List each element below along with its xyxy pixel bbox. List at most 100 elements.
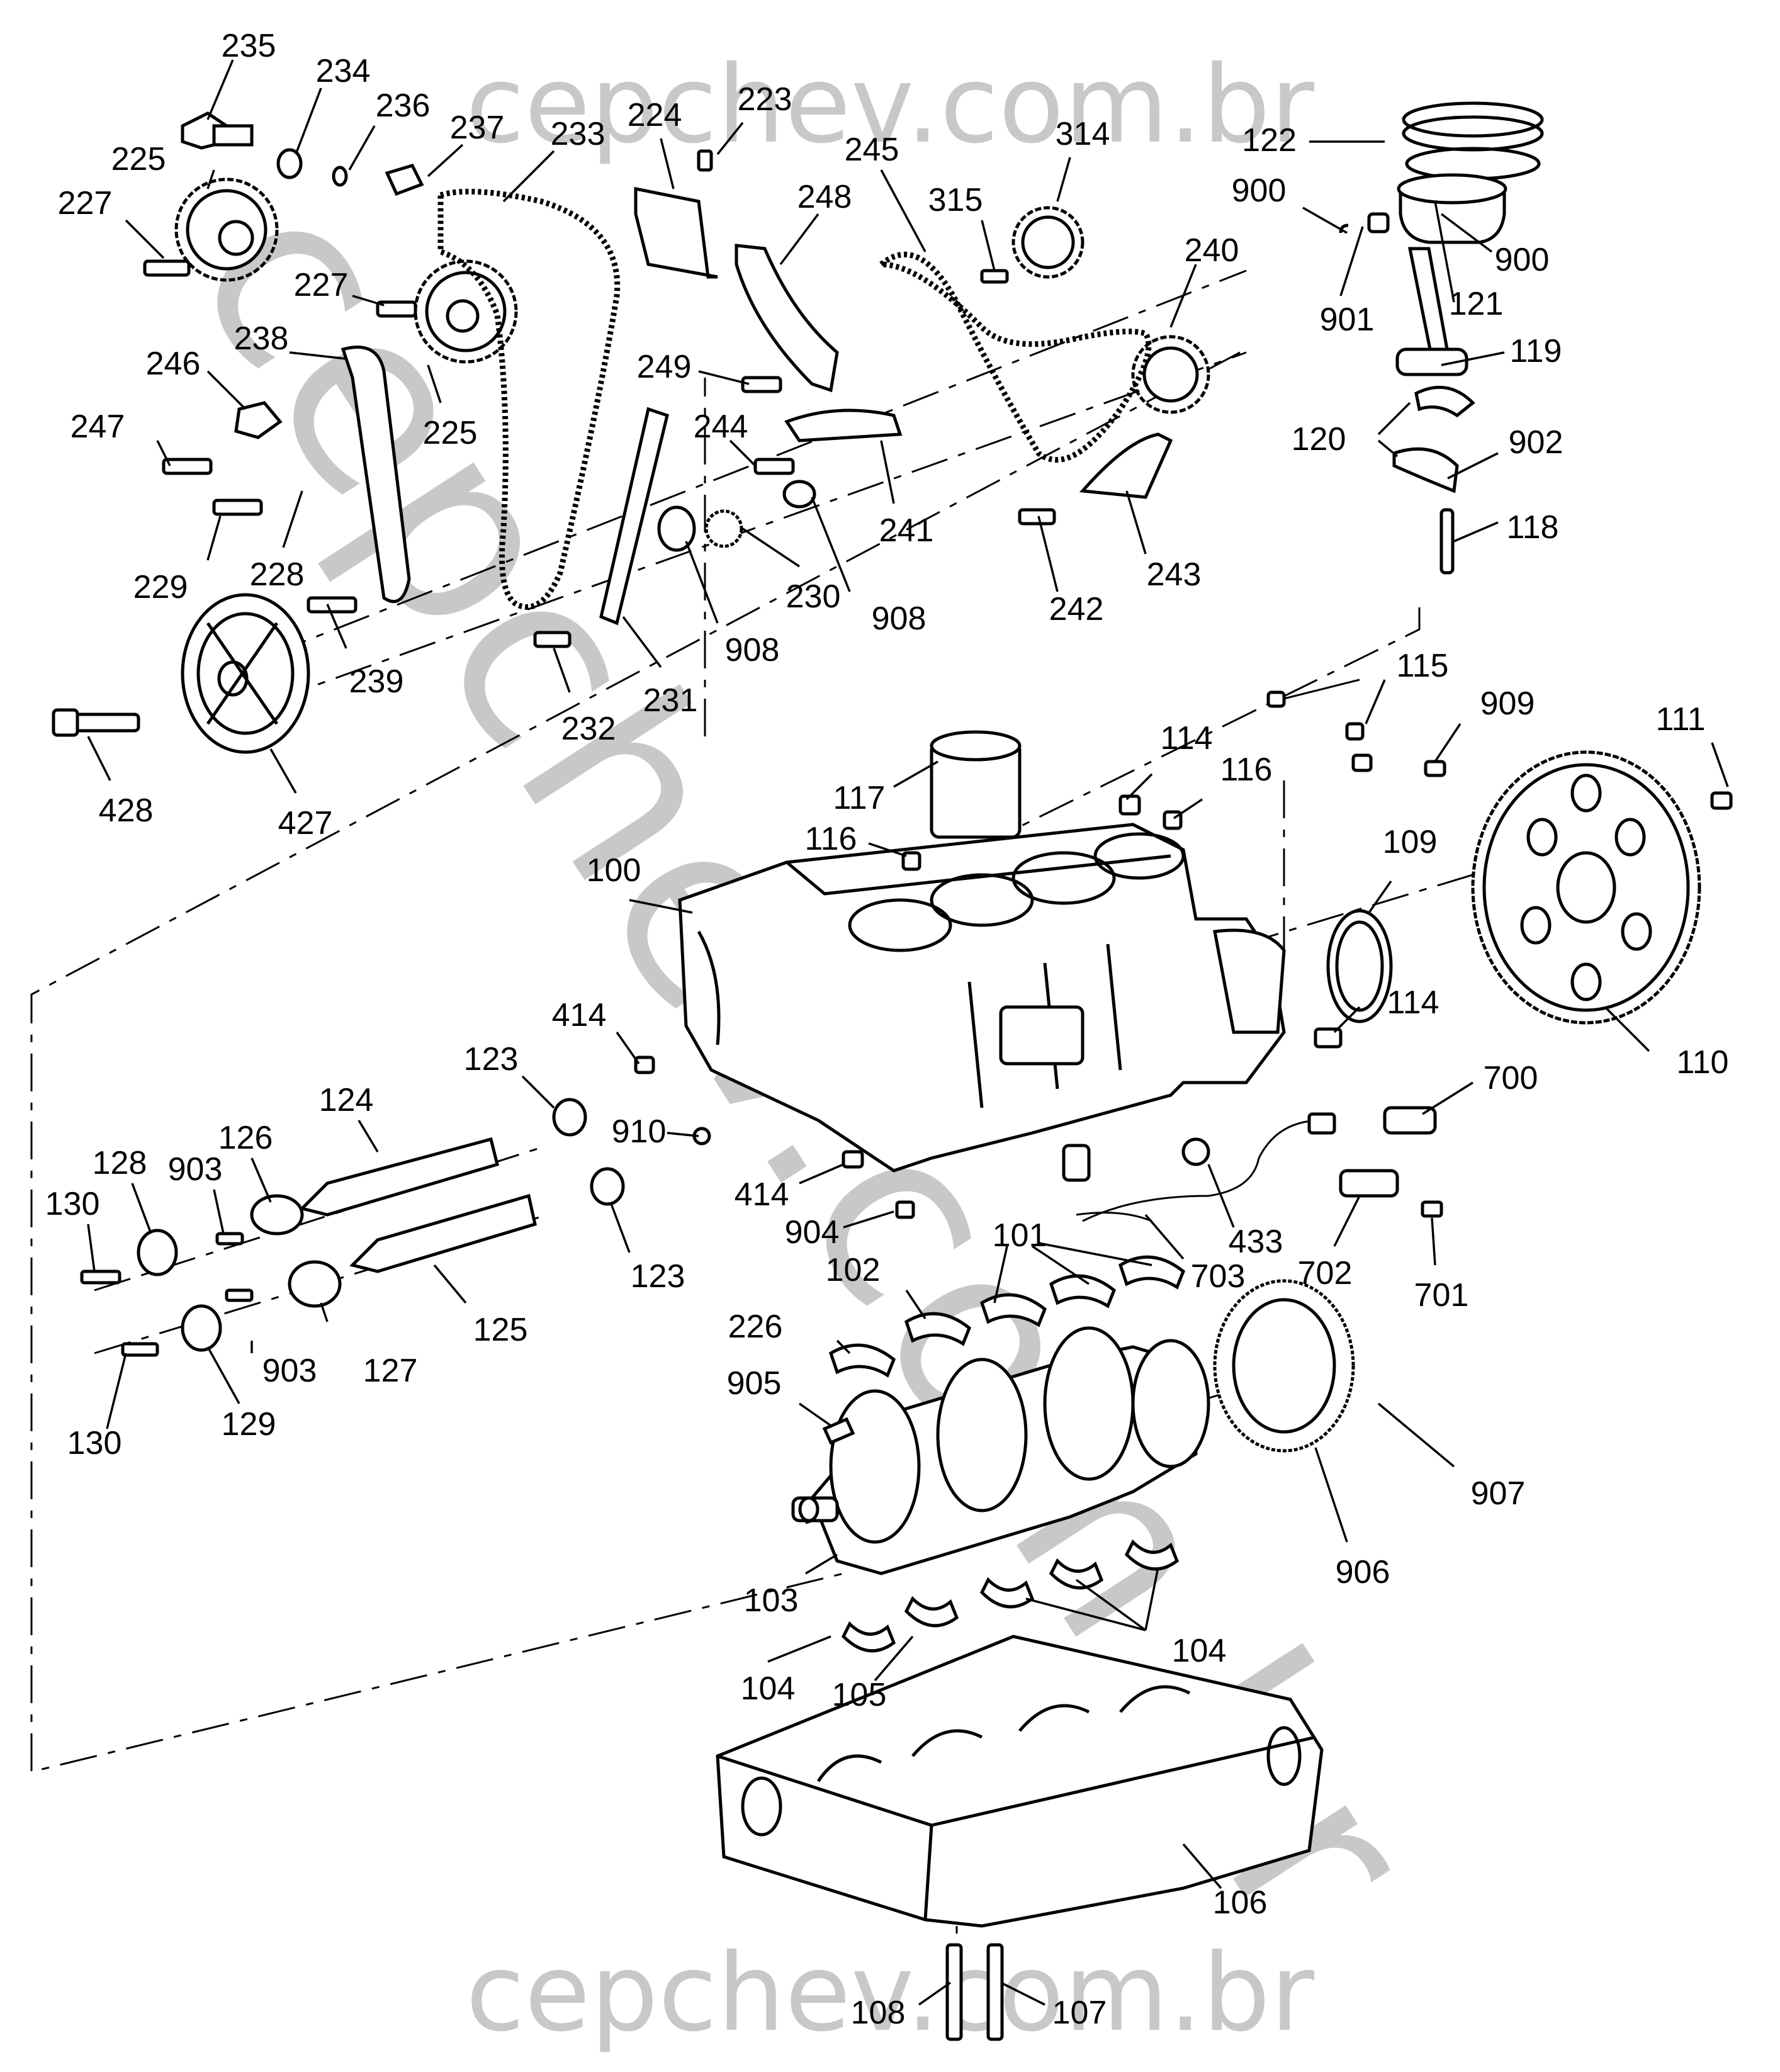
callout-117: 117 (833, 780, 886, 816)
lower-crankcase (716, 1635, 1324, 2041)
callout-703: 703 (1191, 1258, 1246, 1295)
callout-121: 121 (1449, 286, 1504, 322)
callout-231: 231 (643, 682, 698, 719)
callout-900-left: 900 (1232, 172, 1287, 209)
callout-910: 910 (612, 1113, 667, 1150)
misc-bolts (143, 149, 1056, 648)
callout-244: 244 (694, 408, 748, 445)
callout-124: 124 (319, 1082, 374, 1118)
crank-pulley (52, 593, 310, 754)
callout-120: 120 (1292, 421, 1346, 458)
callout-labels: 235 234 236 237 233 224 223 245 314 122 … (45, 28, 1729, 2031)
callout-908-left: 908 (725, 632, 780, 668)
callout-104-right: 104 (1172, 1633, 1227, 1669)
callout-234: 234 (316, 53, 371, 89)
callout-122: 122 (1242, 122, 1297, 159)
callout-904: 904 (785, 1214, 840, 1251)
callout-104-left: 104 (741, 1670, 796, 1707)
callout-226: 226 (728, 1309, 783, 1345)
callout-100: 100 (587, 852, 641, 889)
chain-guides (234, 186, 1173, 626)
callout-908-right: 908 (872, 600, 927, 637)
callout-414-top: 414 (552, 997, 607, 1033)
callout-223: 223 (738, 81, 792, 118)
callout-125: 125 (473, 1312, 528, 1348)
callout-118: 118 (1507, 509, 1559, 546)
crankshaft (791, 1279, 1355, 1575)
callout-107: 107 (1052, 1995, 1107, 2031)
callout-906: 906 (1336, 1554, 1390, 1591)
callout-427: 427 (278, 805, 333, 842)
callout-428: 428 (99, 792, 154, 829)
callout-114-right: 114 (1387, 984, 1439, 1021)
cam-sprockets (174, 111, 518, 364)
callout-236: 236 (376, 87, 431, 124)
callout-106: 106 (1213, 1884, 1268, 1921)
sensors (634, 678, 1446, 1222)
callout-101: 101 (993, 1217, 1047, 1254)
flexplate (1471, 750, 1733, 1025)
callout-315: 315 (928, 182, 983, 218)
callout-130-top: 130 (45, 1186, 100, 1222)
piston-assembly (1339, 101, 1544, 575)
callout-237: 237 (450, 110, 505, 146)
callout-225-mid: 225 (423, 415, 478, 451)
callout-433: 433 (1229, 1224, 1283, 1260)
callout-110: 110 (1677, 1044, 1729, 1081)
callout-130-bottom: 130 (67, 1425, 122, 1461)
callout-235: 235 (222, 28, 276, 64)
callout-243: 243 (1147, 556, 1202, 593)
callout-900-right: 900 (1495, 242, 1550, 278)
callout-128: 128 (93, 1145, 147, 1181)
callout-225-top: 225 (111, 141, 166, 177)
watermark-top: cepchev.com.br (466, 43, 1314, 167)
callout-247: 247 (70, 408, 125, 445)
callout-224: 224 (628, 97, 682, 133)
callout-240: 240 (1185, 232, 1239, 269)
callout-239: 239 (349, 663, 404, 700)
callout-248: 248 (797, 179, 852, 215)
callout-414-bottom: 414 (735, 1176, 789, 1213)
callout-907: 907 (1471, 1475, 1526, 1512)
callout-105: 105 (832, 1677, 887, 1713)
callout-903-top: 903 (168, 1151, 223, 1188)
callout-903-bottom: 903 (262, 1353, 317, 1389)
callout-232: 232 (561, 711, 616, 747)
callout-314: 314 (1056, 116, 1110, 152)
callout-126: 126 (218, 1120, 273, 1156)
timing-chains (437, 188, 1210, 610)
balance-shafts (80, 1098, 625, 1357)
watermark-bottom: cepchev.com.br (466, 1931, 1314, 2056)
callout-241: 241 (879, 512, 934, 549)
callout-123-top: 123 (464, 1041, 519, 1078)
leader-lines (87, 59, 1729, 2006)
callout-119: 119 (1510, 333, 1562, 369)
callout-127: 127 (363, 1353, 418, 1389)
callout-909: 909 (1480, 685, 1535, 722)
callout-123-bottom: 123 (631, 1258, 685, 1295)
callout-249: 249 (637, 349, 692, 385)
callout-233: 233 (551, 116, 606, 152)
callout-230: 230 (786, 578, 841, 615)
callout-902: 902 (1509, 424, 1563, 461)
callout-111: 111 (1655, 701, 1705, 738)
callout-242: 242 (1049, 591, 1104, 628)
callout-115: 115 (1397, 648, 1449, 684)
callout-905: 905 (727, 1365, 782, 1402)
callout-700: 700 (1484, 1060, 1538, 1096)
engine-block (678, 730, 1387, 1173)
callout-114-top: 114 (1161, 720, 1213, 757)
callout-102: 102 (826, 1252, 881, 1288)
callout-116-left: 116 (805, 821, 857, 857)
main-bearings (822, 1255, 1186, 1653)
rear-seal (1326, 909, 1393, 1023)
callout-901: 901 (1320, 301, 1375, 338)
callout-227-top: 227 (58, 185, 113, 222)
callout-116-right: 116 (1220, 752, 1273, 788)
callout-702: 702 (1298, 1255, 1353, 1292)
callout-108: 108 (851, 1995, 906, 2031)
callout-229: 229 (133, 569, 188, 605)
callout-103: 103 (744, 1582, 799, 1619)
callout-228: 228 (250, 556, 305, 593)
